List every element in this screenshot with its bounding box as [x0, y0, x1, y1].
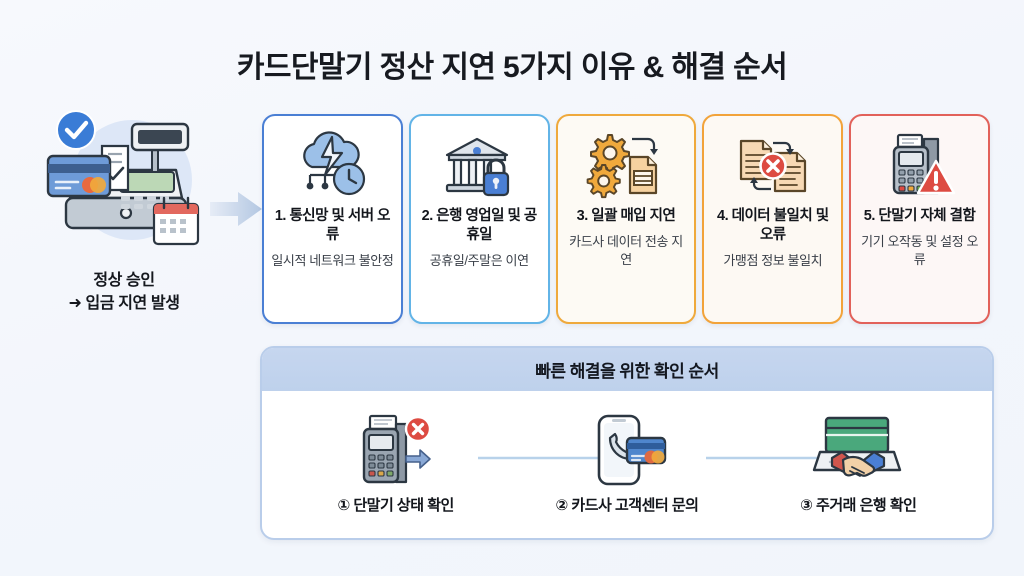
resolution-step-3[interactable]: ③ 주거래 은행 확인	[758, 412, 958, 515]
reason-card-2-sub: 공휴일/주말은 이연	[429, 253, 529, 269]
reason-card-1[interactable]: 1. 통신망 및 서버 오류 일시적 네트워크 불안정	[262, 114, 403, 324]
reason-card-5-sub: 기기 오작동 및 설정 오류	[861, 234, 979, 267]
reason-card-1-title: 1. 통신망 및 서버 오류	[274, 208, 391, 244]
origin-caption: 정상 승인 ➜ 입금 지연 발생	[18, 270, 230, 315]
right-arrow-icon	[208, 186, 264, 232]
origin-caption-line2: ➜ 입금 지연 발생	[68, 294, 180, 312]
gears-document-icon	[586, 129, 666, 203]
reason-card-4-title: 4. 데이터 불일치 및 오류	[717, 208, 829, 244]
resolution-panel-title: 빠른 해결을 위한 확인 순서	[535, 362, 719, 381]
reason-card-3[interactable]: 3. 일괄 매입 지연 카드사 데이터 전송 지연	[555, 114, 697, 324]
reason-card-3-sub: 카드사 데이터 전송 지연	[569, 234, 683, 267]
cloud-lightning-clock-icon	[292, 129, 372, 203]
reason-card-4[interactable]: 4. 데이터 불일치 및 오류 가맹점 정보 불일치	[702, 114, 844, 324]
documents-mismatch-error-icon	[733, 129, 813, 203]
reason-card-5[interactable]: 5. 단말기 자체 결함 기기 오작동 및 설정 오류	[849, 114, 990, 324]
reason-card-2[interactable]: 2. 은행 영업일 및 공휴일 공휴일/주말은 이연	[408, 114, 550, 324]
page-title-wrap: 카드단말기 정산 지연 5가지 이유 & 해결 순서	[0, 30, 1024, 106]
reason-card-5-title: 5. 단말기 자체 결함	[863, 208, 976, 224]
resolution-step-1[interactable]: ① 단말기 상태 확인	[296, 412, 496, 515]
pos-terminal-warning-icon	[880, 129, 960, 203]
bankbook-handshake-icon	[758, 412, 958, 488]
bank-lock-icon	[439, 129, 519, 203]
pos-terminal-error-icon	[296, 412, 496, 488]
reason-card-4-sub: 가맹점 정보 불일치	[723, 253, 823, 269]
origin-block: 정상 승인 ➜ 입금 지연 발생	[18, 108, 230, 315]
origin-caption-line1: 정상 승인	[93, 272, 155, 289]
pos-terminal-card-approved-illustration	[24, 108, 224, 258]
reason-cards-row: 1. 통신망 및 서버 오류 일시적 네트워크 불안정 2. 은행 영업일 및 …	[262, 114, 990, 324]
reason-card-2-title: 2. 은행 영업일 및 공휴일	[421, 208, 538, 244]
resolution-steps: ① 단말기 상태 확인 ② 카드사 고객센터 문의	[262, 391, 992, 536]
reason-card-1-sub: 일시적 네트워크 불안정	[271, 253, 394, 269]
resolution-panel: 빠른 해결을 위한 확인 순서	[260, 346, 994, 540]
resolution-panel-header: 빠른 해결을 위한 확인 순서	[262, 348, 992, 391]
resolution-step-3-label: ③ 주거래 은행 확인	[800, 497, 917, 514]
resolution-step-1-label: ① 단말기 상태 확인	[337, 497, 455, 514]
reason-card-3-title: 3. 일괄 매입 지연	[576, 208, 676, 224]
resolution-step-2-label: ② 카드사 고객센터 문의	[555, 497, 699, 514]
page-title: 카드단말기 정산 지연 5가지 이유 & 해결 순서	[236, 51, 788, 85]
phone-card-callcenter-icon	[527, 412, 727, 488]
resolution-step-2[interactable]: ② 카드사 고객센터 문의	[527, 412, 727, 515]
